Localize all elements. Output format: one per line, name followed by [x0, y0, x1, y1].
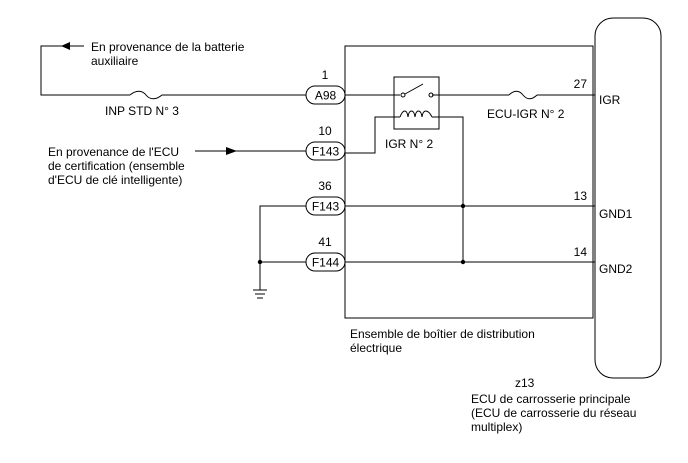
ecu-igr-fuse-label: ECU-IGR N° 2 — [487, 107, 565, 121]
connector-f143-b: F143 36 — [305, 179, 346, 216]
junction-dot — [460, 203, 466, 209]
igr-wire — [345, 90, 595, 100]
junction-dot — [460, 259, 466, 265]
ecu-cert-source-label-3: d'ECU de clé intelligente) — [48, 173, 182, 187]
junction-box-outline — [344, 45, 594, 319]
battery-source-label-2: auxiliaire — [91, 54, 139, 68]
battery-source-label: En provenance de la batterie — [91, 40, 245, 54]
connector-a98: A98 1 — [305, 68, 346, 105]
ground-wires — [253, 205, 595, 299]
body-ecu-outline — [594, 17, 662, 379]
battery-arrow-icon — [61, 42, 70, 50]
ecu-cert-source-label-2: de certification (ensemble — [48, 159, 185, 173]
junction-box-label: Ensemble de boîtier de distribution — [350, 327, 535, 341]
connector-f143-b-pin: 36 — [318, 179, 332, 193]
body-ecu-label-2: (ECU de carrosserie du réseau — [471, 406, 636, 420]
body-ecu-label: ECU de carrosserie principale — [471, 392, 631, 406]
igr-relay — [345, 76, 464, 262]
connector-a98-code: A98 — [315, 89, 337, 103]
connector-f144-pin: 41 — [318, 235, 332, 249]
body-ecu-pin-igr-name: IGR — [599, 93, 621, 107]
body-ecu-pin-gnd1-number: 13 — [574, 189, 588, 203]
body-ecu-pin-gnd2-name: GND2 — [599, 262, 633, 276]
body-ecu-pin-igr-number: 27 — [574, 77, 588, 91]
ecu-cert-arrow-icon — [226, 147, 237, 155]
connector-f143-a: F143 10 — [305, 124, 346, 161]
igr-relay-label: IGR N° 2 — [385, 137, 433, 151]
connector-f143-a-code: F143 — [312, 145, 340, 159]
connector-f143-b-code: F143 — [312, 200, 340, 214]
connector-f144: F144 41 — [305, 235, 346, 272]
connector-a98-pin: 1 — [322, 68, 329, 82]
connector-f143-a-pin: 10 — [318, 124, 332, 138]
inp-std-fuse-label: INP STD N° 3 — [105, 104, 179, 118]
junction-box-label-2: électrique — [350, 341, 402, 355]
junction-dot — [257, 259, 263, 265]
body-ecu-code: z13 — [515, 376, 535, 390]
connector-f144-code: F144 — [312, 256, 340, 270]
body-ecu-pin-gnd2-number: 14 — [574, 245, 588, 259]
body-ecu-label-3: multiplex) — [471, 420, 522, 434]
ecu-cert-source-label: En provenance de l'ECU — [48, 145, 179, 159]
body-ecu-pin-gnd1-name: GND1 — [599, 207, 633, 221]
